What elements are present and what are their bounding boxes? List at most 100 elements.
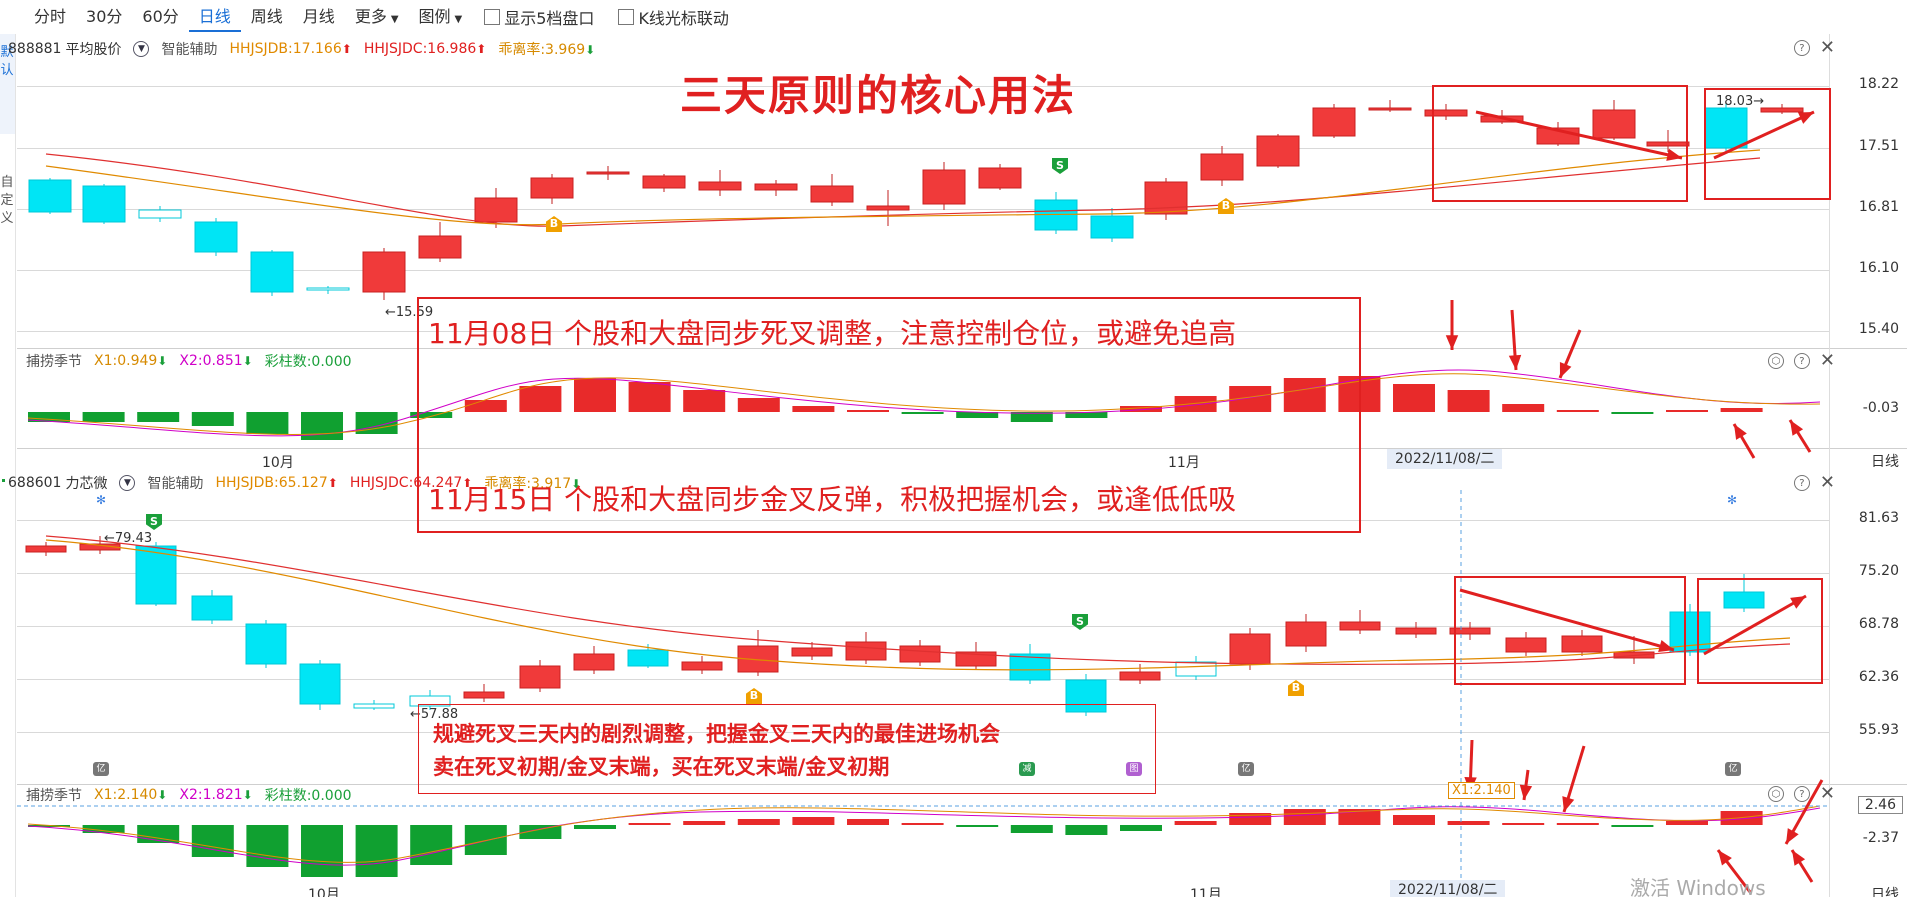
histogram-bar [792, 817, 835, 825]
settings-icon[interactable]: ⬡ [1767, 353, 1784, 369]
close-icon[interactable]: ✕ [1819, 472, 1835, 493]
trend-arrow [1475, 110, 1683, 160]
down-arrow [1562, 796, 1575, 812]
high-price-note: ←79.43 [104, 531, 153, 546]
buy-signal-icon: B [746, 688, 762, 704]
x2-line [27, 369, 1821, 437]
help-icon[interactable]: ? [1793, 475, 1810, 491]
candle-body [28, 179, 72, 213]
panel-divider [17, 448, 1907, 449]
annotation-line-1: 11月08日 个股和大盘同步死叉调整，注意控制仓位，或避免追高 [428, 317, 1237, 350]
annotation-box [418, 704, 1156, 794]
candle-body [79, 543, 121, 551]
show-5-level-label: 显示5档盘口 [504, 9, 595, 28]
event-icon[interactable]: 亿 [1238, 762, 1254, 776]
tab-daily[interactable]: 日线 [188, 2, 241, 32]
candle-body [82, 185, 126, 223]
x1-line [27, 805, 1821, 863]
gridline [17, 626, 1829, 627]
arrow-up-icon: ⬆ [476, 42, 487, 56]
rail-custom-tab[interactable]: 自定义 [0, 175, 14, 226]
candle-body [1704, 107, 1748, 149]
annotation-title: 三天原则的核心用法 [680, 71, 1077, 120]
chevron-down-icon: ▼ [454, 14, 463, 25]
smart-assist-label[interactable]: 智能辅助 [147, 476, 204, 492]
sub2-name: 捕捞季节 [26, 788, 82, 804]
smart-assist-label[interactable]: 智能辅助 [161, 42, 218, 58]
more-dropdown[interactable]: 更多▼ [345, 0, 409, 34]
event-icon[interactable]: 亿 [1725, 762, 1741, 776]
histogram-bar [1502, 823, 1545, 825]
histogram-bar [1010, 412, 1053, 422]
candle-body [642, 175, 686, 189]
x2-line [27, 806, 1821, 866]
settings-icon[interactable]: ⬡ [1767, 786, 1784, 802]
sub2-x1: X1:2.140⬇ [94, 787, 168, 803]
candle-body [409, 695, 451, 707]
down-arrow [1519, 784, 1533, 800]
sub1-name: 捕捞季节 [26, 354, 82, 370]
panel-divider [17, 348, 1907, 349]
kline-cursor-link-checkbox[interactable]: K线光标联动 [606, 5, 741, 29]
candle-body [1505, 637, 1547, 653]
axis-label: -2.37 [1862, 830, 1899, 846]
legend-dropdown[interactable]: 图例▼ [409, 0, 473, 34]
candle-body [1339, 621, 1381, 631]
histogram-bar [792, 406, 835, 412]
trend-arrow [1658, 640, 1674, 653]
annotation-box [417, 297, 1361, 533]
tab-60min[interactable]: 60分 [142, 7, 179, 26]
histogram-bar [301, 412, 343, 440]
annotation-note-1: 规避死叉三天内的剧烈调整，把握金叉三天内的最佳进场机会 [433, 722, 1000, 746]
chart-icon[interactable]: 图 [1126, 762, 1142, 776]
down-arrow [1559, 362, 1572, 378]
candle-body [306, 287, 350, 291]
histogram-bar [1174, 821, 1217, 825]
chevron-down-icon: ▼ [390, 14, 399, 25]
tab-1min[interactable]: 分时 [34, 7, 67, 26]
histogram-bar [1447, 390, 1490, 412]
histogram-bar [1502, 404, 1545, 412]
help-icon[interactable]: ? [1793, 40, 1810, 56]
price-axis: 18.22 17.51 16.81 16.10 15.40 -0.03 日线 8… [1829, 34, 1907, 897]
close-icon[interactable]: ✕ [1819, 350, 1835, 371]
help-icon[interactable]: ? [1793, 353, 1810, 369]
panel1-code: 888881 [8, 41, 62, 57]
arrow-up-icon: ⬆ [341, 42, 352, 56]
rail-default-tab[interactable]: 默认 [0, 45, 14, 78]
sell-signal-icon: S [1052, 158, 1068, 174]
panel-divider [17, 784, 1907, 785]
tab-monthly[interactable]: 月线 [302, 7, 335, 26]
gridline [17, 270, 1829, 271]
axis-label: 16.10 [1858, 260, 1899, 276]
rail-highlight [0, 34, 15, 134]
show-5-level-checkbox[interactable]: 显示5档盘口 [472, 5, 606, 29]
sub2-bars: 彩柱数:0.000 [264, 788, 352, 804]
histogram-bar [1120, 825, 1162, 831]
buy-signal-icon: B [1218, 198, 1234, 214]
annotation-box [1697, 578, 1823, 684]
close-icon[interactable]: ✕ [1819, 37, 1835, 58]
sub1-tools: ⬡ ? ✕ [1767, 350, 1835, 371]
reduce-icon[interactable]: 减 [1019, 762, 1035, 776]
help-icon[interactable]: ? [1793, 786, 1810, 802]
close-icon[interactable]: ✕ [1819, 783, 1835, 804]
candle-body [1449, 627, 1491, 635]
candle-body [1646, 141, 1690, 147]
histogram-bar [628, 382, 671, 412]
candle-body [1395, 627, 1437, 635]
tab-30min[interactable]: 30分 [86, 7, 123, 26]
sub2-header: 捕捞季节 X1:2.140⬇ X2:1.821⬇ 彩柱数:0.000 [26, 784, 352, 806]
dropdown-circle-icon[interactable]: ▼ [119, 475, 136, 491]
annotation-line-2: 11月15日 个股和大盘同步金叉反弹，积极把握机会，或逢低低吸 [428, 483, 1237, 516]
gridline [17, 732, 1829, 733]
histogram-bar [1611, 412, 1654, 414]
candle-body [1229, 633, 1271, 665]
tab-weekly[interactable]: 周线 [250, 7, 283, 26]
histogram-bar [737, 819, 780, 825]
event-icon[interactable]: 亿 [93, 762, 109, 776]
dropdown-circle-icon[interactable]: ▼ [133, 41, 150, 57]
histogram-bar [137, 412, 180, 422]
histogram-bar [574, 825, 616, 829]
